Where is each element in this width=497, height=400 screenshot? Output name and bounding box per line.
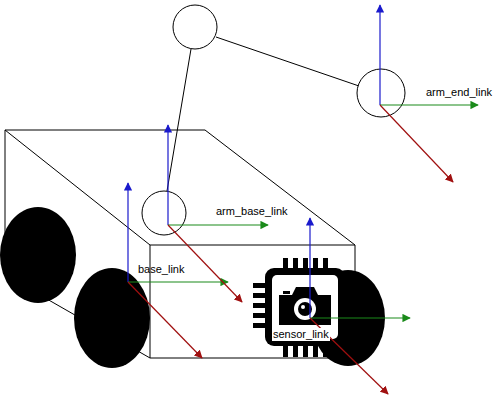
coordinate-frames [128, 5, 478, 394]
frame-label: sensor_link [272, 328, 330, 341]
wheel [74, 268, 150, 368]
frame-label: base_link [137, 263, 185, 276]
wheel [0, 207, 76, 303]
robot-arm [142, 5, 405, 235]
frame-label: arm_base_link [215, 205, 289, 218]
frame-label: arm_end_link [425, 86, 493, 99]
sensor-chip [253, 258, 357, 357]
